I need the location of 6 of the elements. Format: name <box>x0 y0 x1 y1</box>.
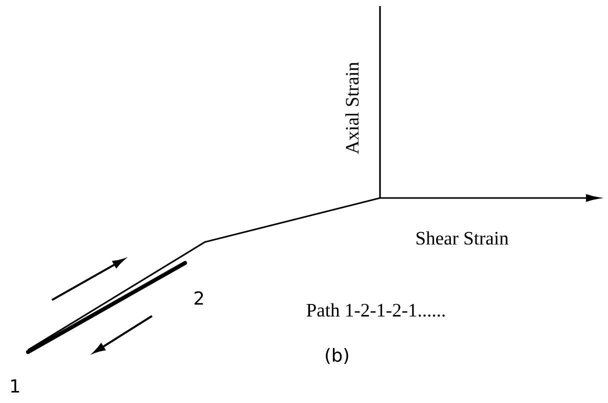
panel-label: (b) <box>326 348 348 364</box>
point-label: 1 <box>11 379 20 393</box>
point-label: 2 <box>194 291 203 305</box>
axis-label: Shear Strain <box>416 231 508 245</box>
path-label: Path 1-2-1-2-1...... <box>306 303 445 317</box>
axis-label: Axial Strain <box>345 62 359 154</box>
